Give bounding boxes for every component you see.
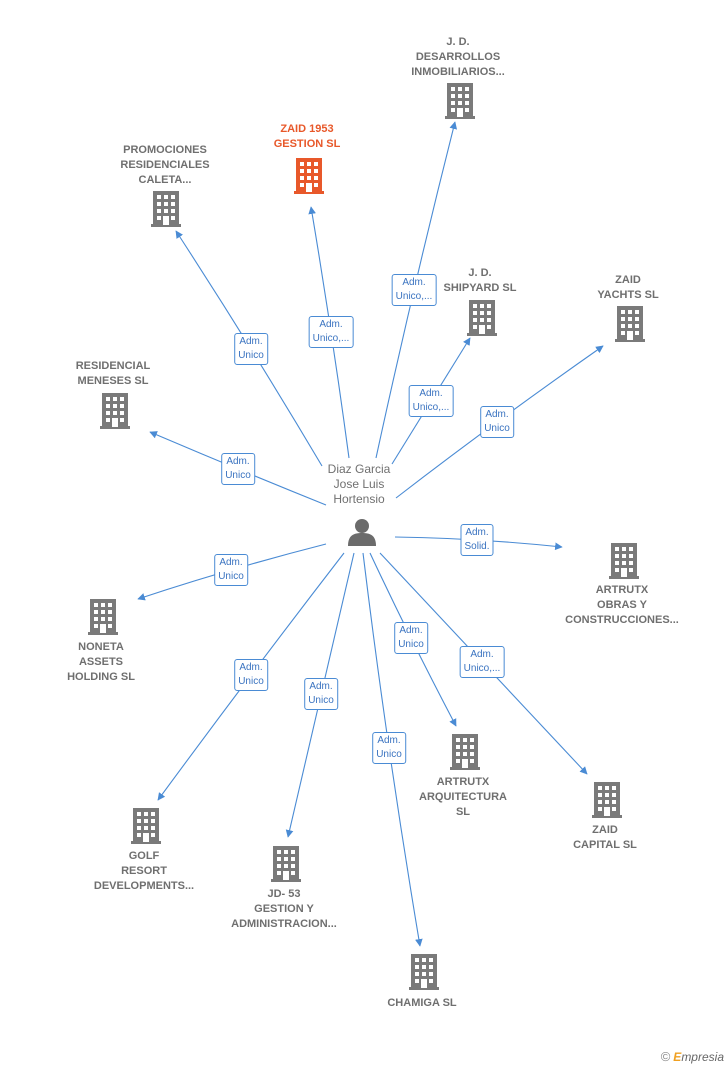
company-label-golf-resort[interactable]: GOLF RESORT DEVELOPMENTS... [93,850,195,892]
building-icon[interactable] [131,808,161,844]
building-icon[interactable] [88,599,118,635]
company-label-jd-desarrollos[interactable]: J. D. DESARROLLOS INMOBILIARIOS... [411,36,505,78]
company-label-jd-shipyard[interactable]: J. D. SHIPYARD SL [443,267,517,294]
edges-layer [137,121,604,947]
nodes-layer [88,83,645,990]
edge-badge-jd53[interactable]: Adm. Unico [304,678,338,710]
brand-logo-initial: E [673,1050,682,1064]
building-icon[interactable] [409,954,439,990]
person-icon[interactable] [348,519,376,546]
building-icon[interactable] [271,846,301,882]
building-icon[interactable] [467,300,497,336]
company-label-chamiga[interactable]: CHAMIGA SL [387,997,457,1009]
person-name[interactable]: Diaz Garcia Jose Luis Hortensio [327,462,391,506]
edge-badge-noneta[interactable]: Adm. Unico [214,554,248,586]
company-label-zaid-yachts[interactable]: ZAID YACHTS SL [597,274,659,301]
edge-badge-zaid-capital[interactable]: Adm. Unico,... [459,646,505,678]
building-icon[interactable] [609,543,639,579]
building-icon[interactable] [294,158,324,194]
company-label-artrutx-arq[interactable]: ARTRUTX ARQUITECTURA SL [419,776,507,818]
edge-badge-jd-shipyard[interactable]: Adm. Unico,... [408,385,454,417]
company-label-residencial-meneses[interactable]: RESIDENCIAL MENESES SL [75,360,151,387]
building-icon[interactable] [592,782,622,818]
company-label-noneta[interactable]: NONETA ASSETS HOLDING SL [67,641,135,683]
company-label-zaid-capital[interactable]: ZAID CAPITAL SL [573,824,637,851]
edge-badge-jd-desarrollos[interactable]: Adm. Unico,... [391,274,437,306]
building-icon[interactable] [450,734,480,770]
company-label-jd53[interactable]: JD- 53 GESTION Y ADMINISTRACION... [231,888,337,930]
edge-badge-residencial-meneses[interactable]: Adm. Unico [221,453,255,485]
building-icon[interactable] [100,393,130,429]
company-label-promociones[interactable]: PROMOCIONES RESIDENCIALES CALETA... [120,144,210,186]
edge-badge-zaid-1953[interactable]: Adm. Unico,... [308,316,354,348]
edge-badge-artrutx-obras[interactable]: Adm. Solid. [460,524,494,556]
edge-badge-promociones[interactable]: Adm. Unico [234,333,268,365]
edge-badge-artrutx-arq[interactable]: Adm. Unico [394,622,428,654]
company-label-artrutx-obras[interactable]: ARTRUTX OBRAS Y CONSTRUCCIONES... [565,584,679,626]
brand-logo-text: mpresia [681,1050,724,1064]
building-icon[interactable] [445,83,475,119]
building-icon[interactable] [151,191,181,227]
edge-badge-golf-resort[interactable]: Adm. Unico [234,659,268,691]
building-icon[interactable] [615,306,645,342]
copyright-icon: © [660,1049,671,1064]
brand-logo[interactable]: ©Empresia [661,1049,724,1064]
edge-badge-zaid-yachts[interactable]: Adm. Unico [480,406,514,438]
edge-badge-chamiga[interactable]: Adm. Unico [372,732,406,764]
company-label-zaid-1953[interactable]: ZAID 1953 GESTION SL [273,123,341,150]
